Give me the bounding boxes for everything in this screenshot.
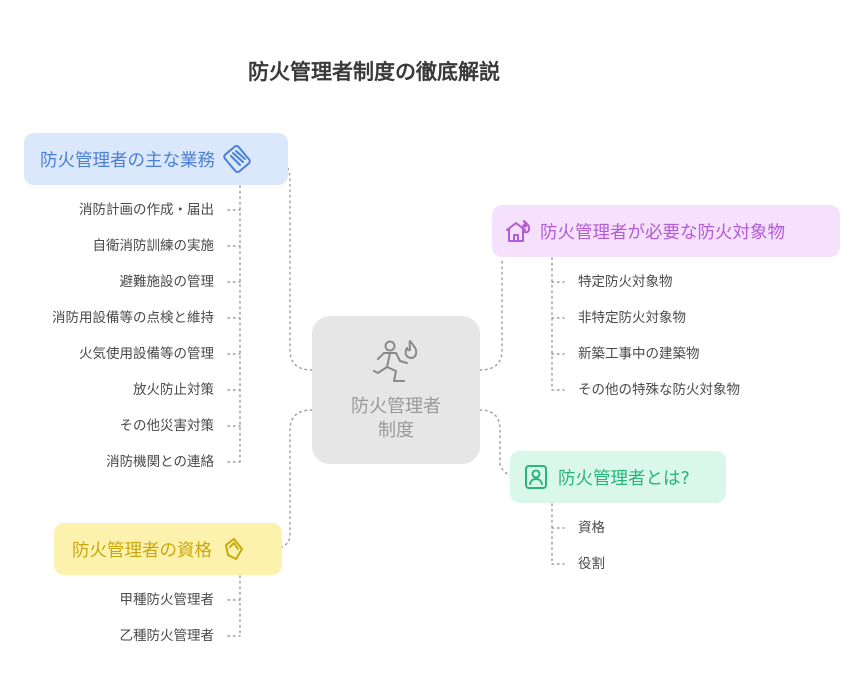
branch-duties[interactable]: 防火管理者の主な業務	[24, 133, 288, 185]
objects-item: 特定防火対象物	[578, 274, 673, 290]
what-item: 資格	[578, 520, 605, 536]
duties-item: 自衛消防訓練の実施	[92, 238, 215, 254]
duties-item: その他災害対策	[119, 418, 215, 434]
branch-duties-label: 防火管理者の主な業務	[40, 150, 215, 171]
what-item: 役割	[578, 556, 605, 572]
duties-item: 火気使用設備等の管理	[79, 346, 214, 362]
branch-what[interactable]: 防火管理者とは?	[510, 451, 726, 503]
connector-center-duties	[279, 159, 313, 371]
duties-item: 消防計画の作成・届出	[79, 202, 214, 218]
duties-item: 消防用設備等の点検と維持	[52, 310, 214, 326]
branch-qualifications[interactable]: 防火管理者の資格	[54, 523, 282, 575]
page-title: 防火管理者制度の徹底解説	[248, 60, 500, 84]
duties-item: 放火防止対策	[133, 382, 214, 398]
branch-objects-label: 防火管理者が必要な防火対象物	[540, 222, 785, 243]
hand-shield-icon	[225, 538, 243, 560]
running-person-fire-icon	[373, 340, 418, 382]
branch-objects[interactable]: 防火管理者が必要な防火対象物	[492, 205, 840, 257]
qualifications-item: 甲種防火管理者	[119, 592, 215, 608]
clipboard-list-icon	[223, 145, 251, 173]
burning-house-icon	[506, 220, 531, 242]
duties-item: 消防機関との連絡	[106, 454, 214, 470]
objects-item: 新築工事中の建築物	[578, 346, 700, 362]
objects-item: その他の特殊な防火対象物	[578, 382, 740, 398]
objects-item: 非特定防火対象物	[578, 310, 686, 326]
duties-item: 避難施設の管理	[119, 274, 215, 290]
center-node[interactable]: 防火管理者 制度	[312, 316, 480, 464]
branch-qualifications-label: 防火管理者の資格	[72, 540, 212, 561]
center-label: 防火管理者 制度	[351, 396, 441, 441]
qualifications-item: 乙種防火管理者	[119, 628, 215, 644]
branch-what-label: 防火管理者とは?	[558, 468, 690, 489]
connector-center-objects	[479, 257, 503, 371]
id-badge-icon	[525, 465, 547, 489]
